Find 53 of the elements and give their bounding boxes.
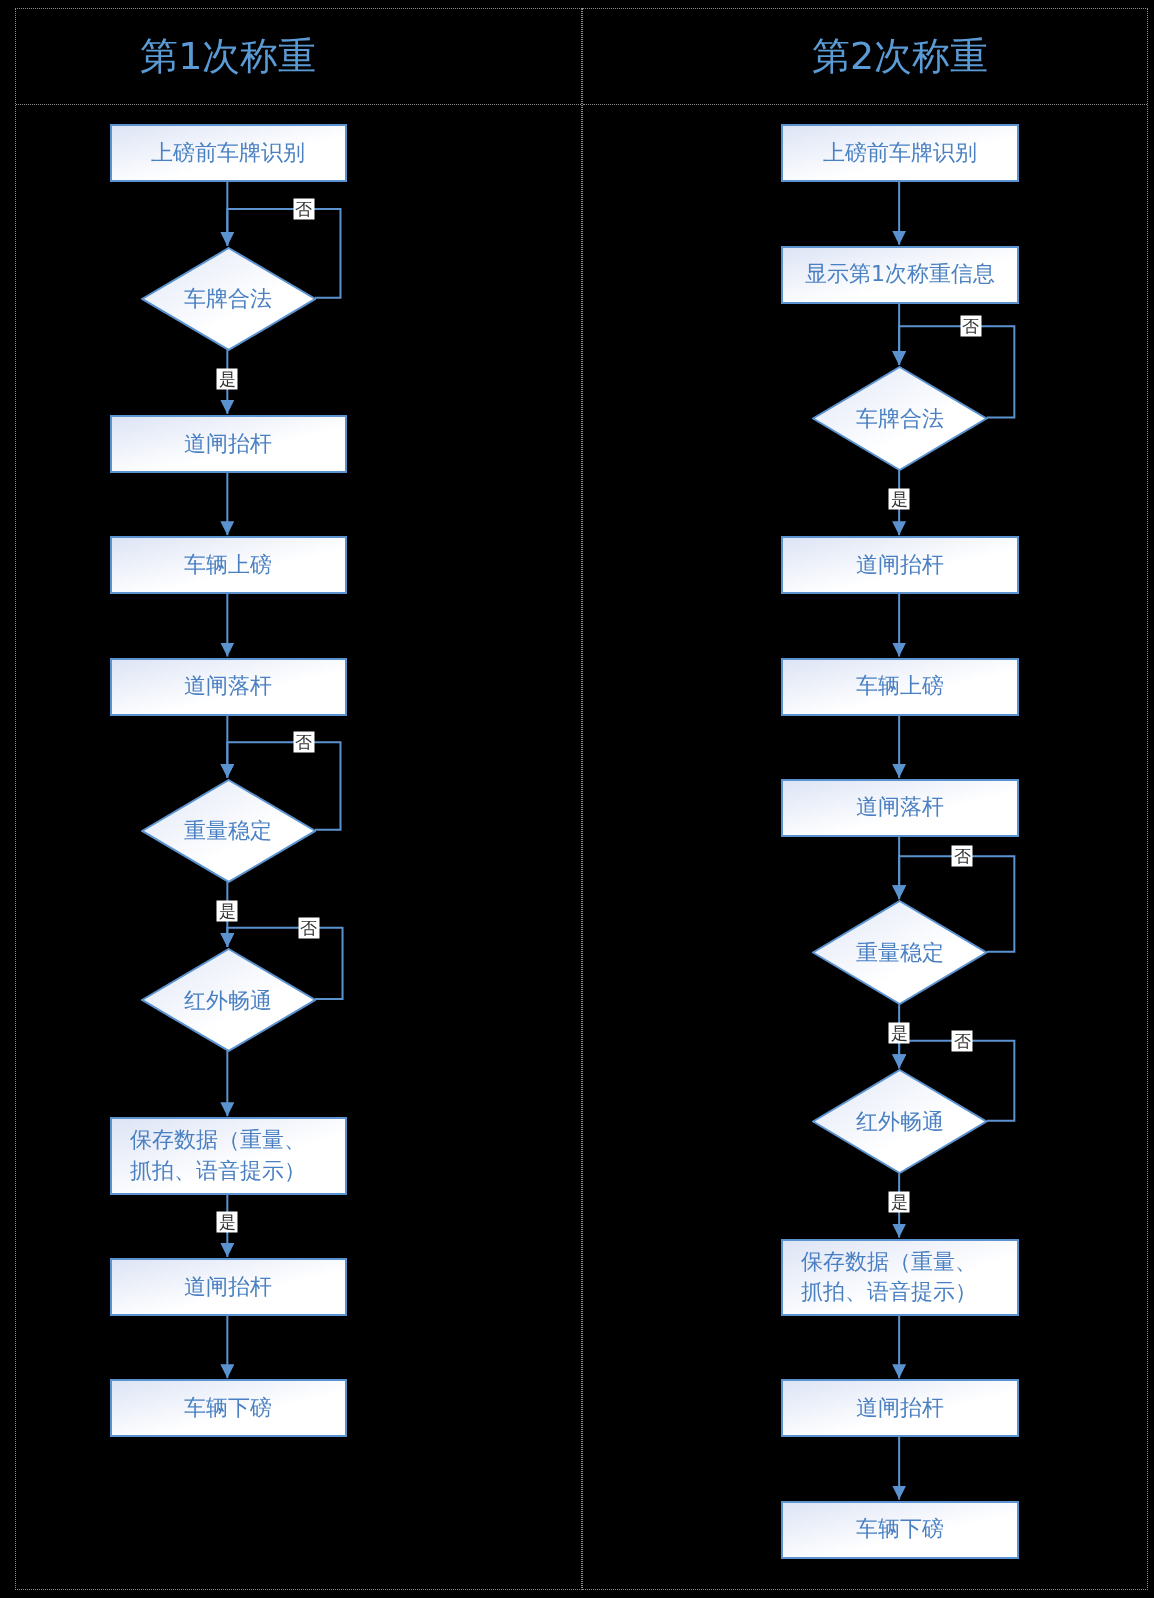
process-box: 道闸抬杆 <box>781 536 1019 595</box>
edge-label: 否 <box>960 315 981 337</box>
arrow <box>220 592 235 658</box>
edge-label: 是 <box>216 368 238 390</box>
arrow <box>892 1039 1016 1122</box>
process-box: 车辆下磅 <box>109 1379 348 1438</box>
edge-label: 否 <box>293 731 315 753</box>
arrow <box>220 348 235 415</box>
edge-label: 否 <box>293 198 315 220</box>
process-box: 道闸落杆 <box>109 657 348 716</box>
edge-label: 否 <box>951 1030 973 1052</box>
arrow <box>892 1435 907 1501</box>
edge-label: 是 <box>888 1191 910 1213</box>
process-box: 道闸抬杆 <box>109 414 348 473</box>
process-box: 上磅前车牌识别 <box>781 124 1019 183</box>
decision-diamond: 车牌合法 <box>140 246 316 351</box>
process-box: 上磅前车牌识别 <box>109 124 348 183</box>
decision-diamond: 重量稳定 <box>812 900 988 1006</box>
decision-diamond: 重量稳定 <box>140 778 316 883</box>
arrow <box>892 180 907 246</box>
swimlane <box>582 8 1148 1591</box>
arrow <box>220 1314 235 1380</box>
lane-title: 第2次称重 <box>812 37 989 76</box>
arrow <box>220 926 344 1001</box>
process-box: 保存数据（重量、抓拍、语音提示） <box>109 1117 348 1195</box>
arrow <box>892 713 907 779</box>
process-box: 道闸抬杆 <box>109 1257 348 1317</box>
process-box: 车辆上磅 <box>109 536 348 595</box>
lane-title: 第1次称重 <box>140 37 317 76</box>
arrow <box>892 1314 907 1380</box>
process-box: 显示第1次称重信息 <box>781 245 1019 304</box>
arrow <box>220 471 235 537</box>
decision-diamond: 红外畅通 <box>140 948 316 1052</box>
edge-label: 否 <box>298 917 320 939</box>
arrow <box>220 1050 235 1118</box>
edge-label: 是 <box>216 900 238 922</box>
swimlane <box>15 8 583 1591</box>
process-box: 道闸落杆 <box>781 778 1019 837</box>
edge-label: 是 <box>216 1211 238 1233</box>
decision-diamond: 车牌合法 <box>812 365 988 471</box>
process-box: 道闸抬杆 <box>781 1379 1019 1438</box>
decision-diamond: 红外畅通 <box>812 1069 988 1175</box>
edge-label: 否 <box>951 845 973 867</box>
process-box: 车辆上磅 <box>781 657 1019 716</box>
process-box: 保存数据（重量、抓拍、语音提示） <box>781 1238 1019 1317</box>
arrow <box>892 855 1016 953</box>
process-box: 车辆下磅 <box>781 1500 1019 1559</box>
arrow <box>892 592 907 658</box>
edge-label: 是 <box>888 488 910 510</box>
arrow <box>220 208 342 299</box>
arrow <box>892 325 1016 419</box>
arrow <box>220 741 342 831</box>
edge-label: 是 <box>888 1022 910 1044</box>
